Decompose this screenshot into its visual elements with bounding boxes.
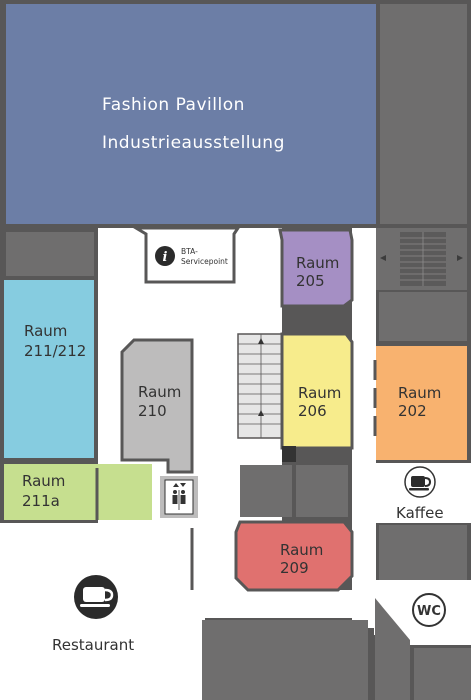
room-211a[interactable]: Raum 211a xyxy=(4,464,152,520)
svg-text:i: i xyxy=(163,250,168,265)
room-210-label-2: 210 xyxy=(138,402,167,420)
elevator-icon xyxy=(172,483,186,510)
restaurant-point[interactable]: Restaurant xyxy=(52,575,134,654)
stairs-central xyxy=(237,333,285,439)
room-206[interactable]: Raum 206 xyxy=(280,332,354,462)
room-211-212[interactable]: Raum 211/212 xyxy=(4,280,98,458)
wc-point[interactable]: WC xyxy=(412,593,446,627)
room-205-label-2: 205 xyxy=(296,272,325,290)
room-210[interactable]: Raum 210 xyxy=(120,338,194,474)
room-206-label-1: Raum xyxy=(298,384,341,402)
room-202[interactable]: Raum 202 xyxy=(373,346,467,460)
room-211-212-label-1: Raum xyxy=(24,322,67,340)
dark-blocks xyxy=(6,4,471,700)
coffee-cup-icon xyxy=(404,466,436,498)
hall-fashion-pavillon[interactable] xyxy=(6,4,376,224)
hall-title-line1: Fashion Pavillon xyxy=(102,95,245,115)
room-209-label-1: Raum xyxy=(280,541,323,559)
room-206-label-2: 206 xyxy=(298,402,327,420)
servicepoint-label-2: Servicepoint xyxy=(181,257,228,266)
room-211-212-label-2: 211/212 xyxy=(24,342,86,360)
servicepoint-booth[interactable]: i BTA- Servicepoint xyxy=(130,226,241,284)
stairs-arrow-icon xyxy=(258,338,264,416)
coffee-cup-icon xyxy=(74,575,118,619)
kaffee-point[interactable]: Kaffee xyxy=(396,466,444,522)
wc-label: WC xyxy=(417,604,441,619)
room-202-label-2: 202 xyxy=(398,402,427,420)
room-205[interactable]: Raum 205 xyxy=(278,228,354,308)
kaffee-label: Kaffee xyxy=(396,504,444,522)
hall-title-line2: Industrieausstellung xyxy=(102,133,285,153)
room-211a-label-1: Raum xyxy=(22,472,65,490)
stairs-right xyxy=(376,228,467,290)
room-210-label-1: Raum xyxy=(138,383,181,401)
servicepoint-label-1: BTA- xyxy=(181,247,198,256)
elevator[interactable] xyxy=(160,476,198,518)
room-202-label-1: Raum xyxy=(398,384,441,402)
partitions xyxy=(94,430,194,590)
room-211a-label-2: 211a xyxy=(22,492,60,510)
room-209[interactable]: Raum 209 xyxy=(234,520,354,592)
info-icon: i xyxy=(155,246,175,266)
room-205-label-1: Raum xyxy=(296,254,339,272)
room-209-label-2: 209 xyxy=(280,559,309,577)
restaurant-label: Restaurant xyxy=(52,636,134,654)
